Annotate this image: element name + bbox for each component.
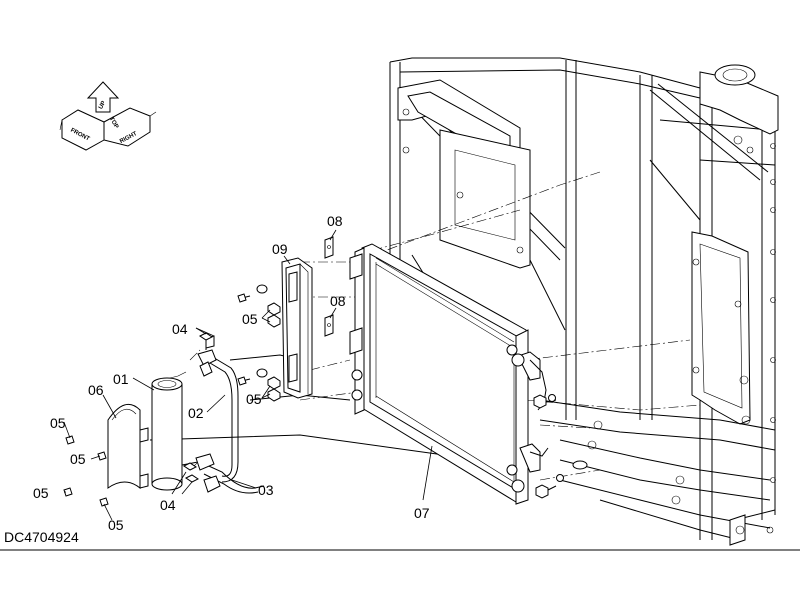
bracket-bolts — [237, 284, 281, 402]
label-07: 07 — [414, 505, 430, 521]
label-05-bottom: 05 — [108, 517, 124, 533]
drier-clamp — [107, 403, 149, 490]
label-01: 01 — [113, 371, 129, 387]
front-arrow-icon — [61, 109, 105, 151]
label-05-left-low: 05 — [33, 485, 49, 501]
label-08-lower: 08 — [330, 293, 346, 309]
support-frame — [149, 57, 779, 546]
receiver-drier — [151, 371, 199, 491]
loose-bolts-left — [63, 435, 109, 507]
label-02: 02 — [188, 405, 204, 421]
label-06: 06 — [88, 382, 104, 398]
label-05-bracket-lower: 05 — [246, 391, 262, 407]
label-04-upper: 04 — [172, 321, 188, 337]
leader-lines — [63, 229, 433, 521]
mounting-bracket — [281, 257, 313, 399]
label-08-upper: 08 — [327, 213, 343, 229]
right-arrow-icon — [103, 107, 151, 147]
label-05-left-top: 05 — [50, 415, 66, 431]
document-id: DC4704924 — [4, 529, 79, 545]
hose-upper — [197, 335, 239, 483]
condenser-core — [349, 243, 564, 505]
label-09: 09 — [272, 241, 288, 257]
part-labels: 01 06 02 03 04 04 05 05 05 05 05 05 07 0… — [33, 213, 430, 533]
label-03: 03 — [258, 482, 274, 498]
clip-lower — [324, 314, 334, 337]
up-arrow-icon — [86, 81, 120, 113]
hose-bolts — [183, 332, 213, 483]
orientation-marker: UP TOP FRONT RIGHT — [59, 81, 157, 151]
label-04-lower: 04 — [160, 497, 176, 513]
label-05-bracket-upper: 05 — [242, 311, 258, 327]
orient-up-text: UP — [98, 100, 107, 110]
label-05-left-mid: 05 — [70, 451, 86, 467]
clip-upper — [324, 236, 334, 259]
orient-top-text: TOP — [108, 116, 119, 130]
